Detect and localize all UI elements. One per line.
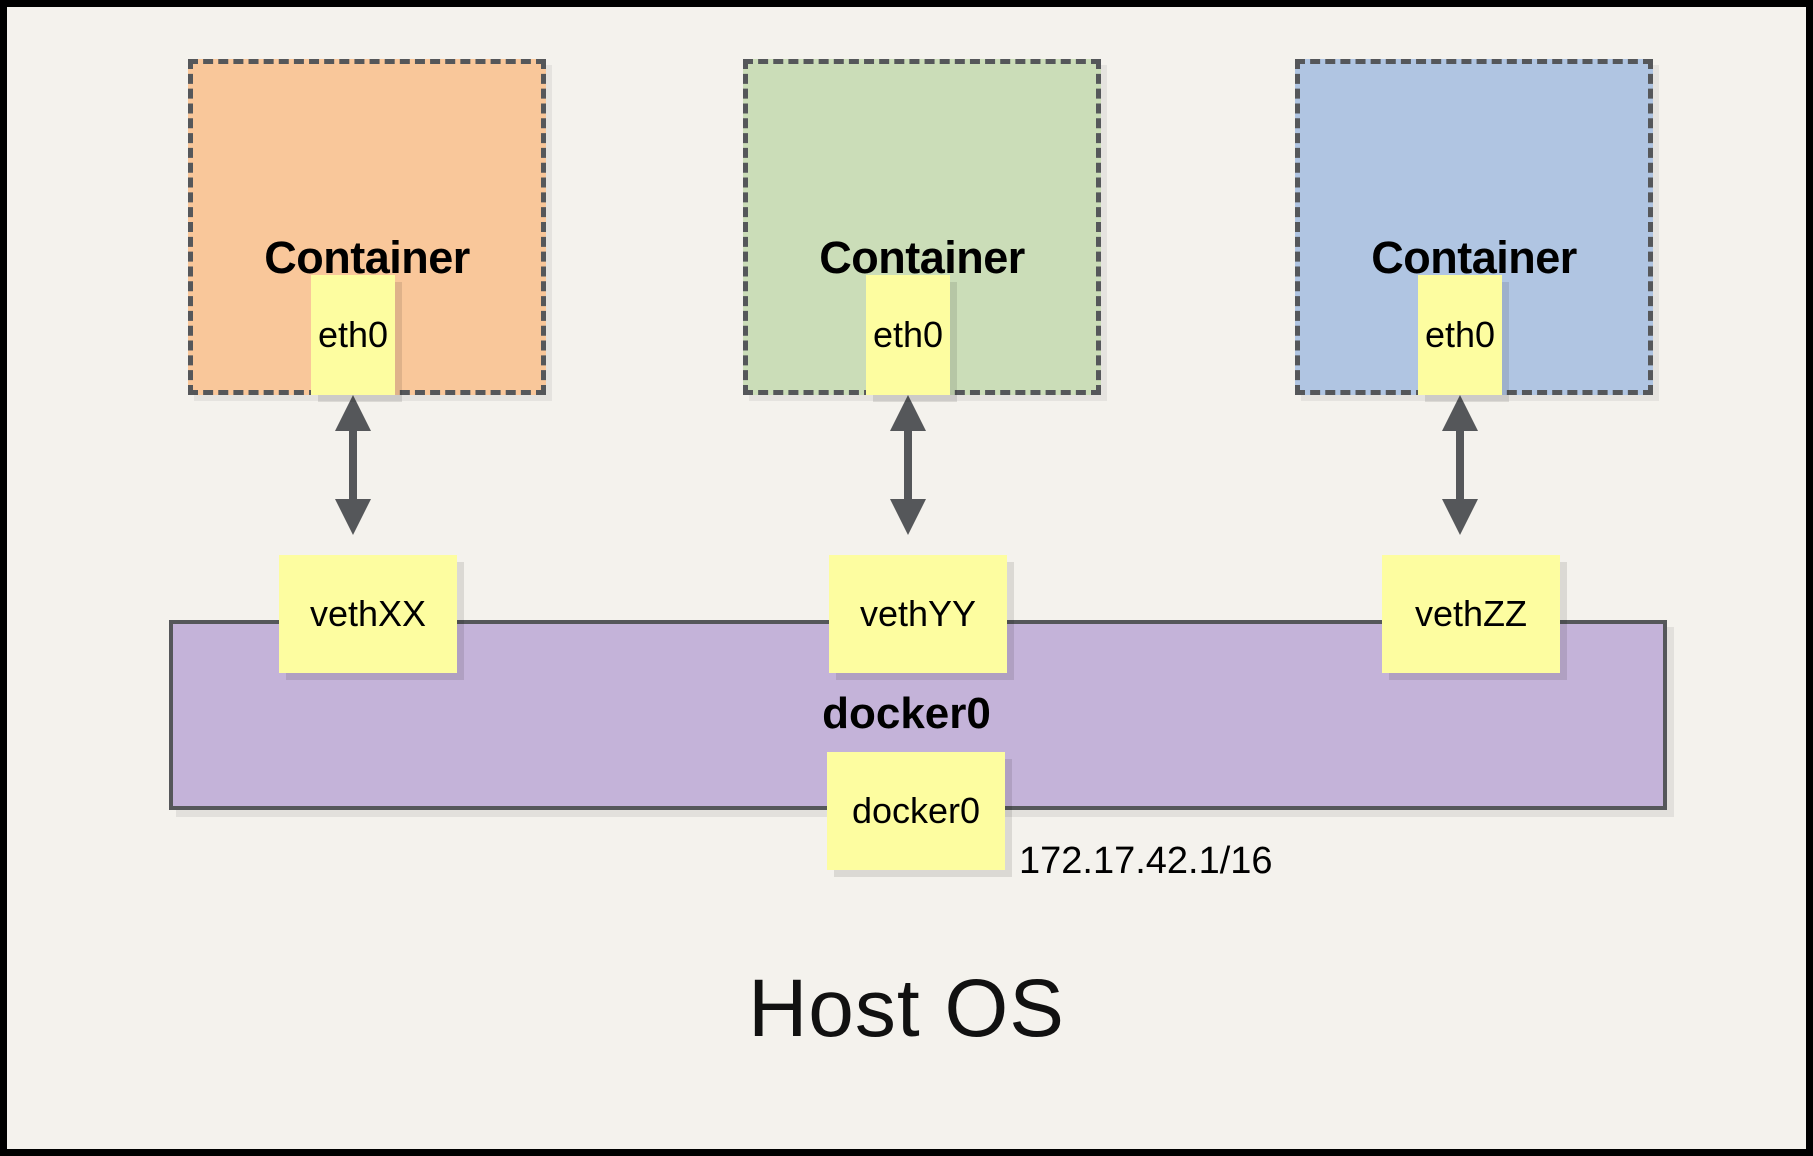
veth-link-arrow-1 bbox=[331, 395, 375, 535]
veth-chip-3[interactable]: vethZZ bbox=[1382, 555, 1560, 673]
docker0-bridge-label: docker0 bbox=[822, 689, 991, 738]
container-title-1: Container bbox=[264, 232, 470, 283]
docker0-ip-label: 172.17.42.1/16 bbox=[1019, 840, 1273, 882]
veth-link-arrow-3 bbox=[1438, 395, 1482, 535]
container-eth0-chip-2[interactable]: eth0 bbox=[866, 275, 950, 395]
host-os-label: Host OS bbox=[748, 963, 1065, 1054]
veth-chip-2[interactable]: vethYY bbox=[829, 555, 1007, 673]
container-title-3: Container bbox=[1371, 232, 1577, 283]
veth-link-arrow-2 bbox=[886, 395, 930, 535]
veth-chip-1[interactable]: vethXX bbox=[279, 555, 457, 673]
container-box-3[interactable]: Container bbox=[1295, 59, 1653, 395]
double-arrow-icon bbox=[890, 395, 926, 535]
container-title-2: Container bbox=[819, 232, 1025, 283]
double-arrow-icon bbox=[1442, 395, 1478, 535]
container-eth0-chip-3[interactable]: eth0 bbox=[1418, 275, 1502, 395]
container-eth0-chip-1[interactable]: eth0 bbox=[311, 275, 395, 395]
double-arrow-icon bbox=[335, 395, 371, 535]
docker0-interface-chip[interactable]: docker0 bbox=[827, 752, 1005, 870]
